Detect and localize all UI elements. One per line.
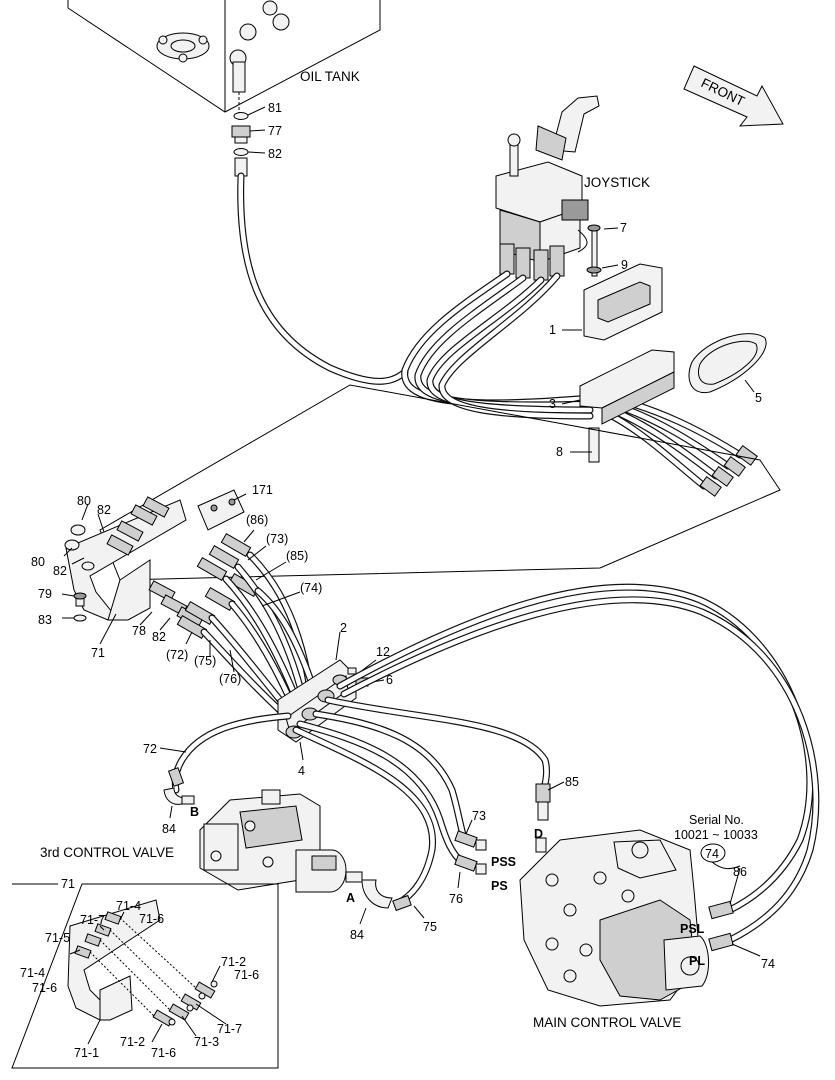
port-ps: PS xyxy=(491,879,508,893)
port-pss: PSS xyxy=(491,855,516,869)
joystick-bracket xyxy=(561,224,767,463)
joystick-title: JOYSTICK xyxy=(584,175,650,190)
main-valve-title: MAIN CONTROL VALVE xyxy=(533,1015,681,1030)
label-80-top: 80 xyxy=(77,494,91,508)
tank-fittings xyxy=(231,106,266,177)
label-7: 7 xyxy=(620,221,627,235)
serial-arrow xyxy=(711,861,741,870)
serial-range-label: 10021 ~ 10033 xyxy=(674,828,758,842)
port-b: B xyxy=(190,805,199,819)
label-80-left: 80 xyxy=(31,555,45,569)
port-d: D xyxy=(534,827,543,841)
label-82-right: 82 xyxy=(152,630,166,644)
label-71-7-bottom: 71-7 xyxy=(217,1022,242,1036)
serial-callout-circle xyxy=(700,843,726,863)
label-82-left: 82 xyxy=(53,564,67,578)
label-71-2-right: 71-2 xyxy=(221,955,246,969)
label-71-6-right: 71-6 xyxy=(234,968,259,982)
plate-hose-ends xyxy=(176,532,260,640)
front-arrow xyxy=(683,65,784,127)
label-82-tank: 82 xyxy=(268,147,282,161)
leader-lines xyxy=(61,493,761,957)
detail-71-title: 71 xyxy=(61,877,75,891)
main-control-valve xyxy=(519,829,709,1007)
hose-bundle xyxy=(200,551,320,720)
label-6: 6 xyxy=(386,673,393,687)
label-85: 85 xyxy=(565,775,579,789)
label-71-1: 71-1 xyxy=(74,1046,99,1060)
detail-71-inset xyxy=(11,883,279,1069)
label-72: 72 xyxy=(143,742,157,756)
tank-return-hose xyxy=(237,172,409,385)
oil-tank xyxy=(67,0,381,122)
label-86: 86 xyxy=(733,865,747,879)
label-85-paren: (85) xyxy=(286,549,308,563)
label-75: 75 xyxy=(423,920,437,934)
label-8: 8 xyxy=(556,445,563,459)
serial-no-label: Serial No. xyxy=(689,813,744,827)
label-71-4-left: 71-4 xyxy=(20,966,45,980)
label-73-paren: (73) xyxy=(266,532,288,546)
label-4: 4 xyxy=(298,764,305,778)
label-71-6-left: 71-6 xyxy=(32,981,57,995)
detail-plane-outline xyxy=(99,384,781,581)
label-3: 3 xyxy=(549,397,556,411)
label-75-paren: (75) xyxy=(194,654,216,668)
third-control-valve xyxy=(199,789,347,893)
label-72-paren: (72) xyxy=(166,648,188,662)
label-84-left: 84 xyxy=(162,822,176,836)
label-2: 2 xyxy=(340,621,347,635)
label-5: 5 xyxy=(755,391,762,405)
valve-hoses xyxy=(171,583,820,944)
third-valve-title: 3rd CONTROL VALVE xyxy=(40,845,174,860)
label-84-right: 84 xyxy=(350,928,364,942)
label-71: 71 xyxy=(91,646,105,660)
fitting-bracket-plate xyxy=(64,489,245,628)
oil-tank-title: OIL TANK xyxy=(300,69,360,84)
label-71-4-top: 71-4 xyxy=(116,899,141,913)
label-82-top: 82 xyxy=(97,503,111,517)
label-74-paren: (74) xyxy=(300,581,322,595)
label-71-6-top: 71-6 xyxy=(139,912,164,926)
label-81: 81 xyxy=(268,101,282,115)
label-78: 78 xyxy=(132,624,146,638)
joystick-assembly xyxy=(495,95,600,281)
label-171: 171 xyxy=(252,483,273,497)
label-79: 79 xyxy=(38,587,52,601)
label-12: 12 xyxy=(376,645,390,659)
port-pl: PL xyxy=(689,954,705,968)
valve-hose-fittings xyxy=(163,767,734,952)
label-76-paren: (76) xyxy=(219,672,241,686)
label-74: 74 xyxy=(761,957,775,971)
label-71-6-bottom: 71-6 xyxy=(151,1046,176,1060)
port-psl: PSL xyxy=(680,922,705,936)
label-1: 1 xyxy=(549,323,556,337)
label-86-paren: (86) xyxy=(246,513,268,527)
label-83: 83 xyxy=(38,613,52,627)
label-77: 77 xyxy=(268,124,282,138)
label-76: 76 xyxy=(449,892,463,906)
label-9: 9 xyxy=(621,258,628,272)
port-a: A xyxy=(346,891,355,905)
hose-clamp xyxy=(277,631,385,761)
label-73: 73 xyxy=(472,809,486,823)
label-71-7-top: 71-7 xyxy=(80,913,105,927)
label-71-5: 71-5 xyxy=(45,931,70,945)
label-71-2-bottom: 71-2 xyxy=(120,1035,145,1049)
label-74-circled: 74 xyxy=(705,847,719,861)
label-71-3: 71-3 xyxy=(194,1035,219,1049)
